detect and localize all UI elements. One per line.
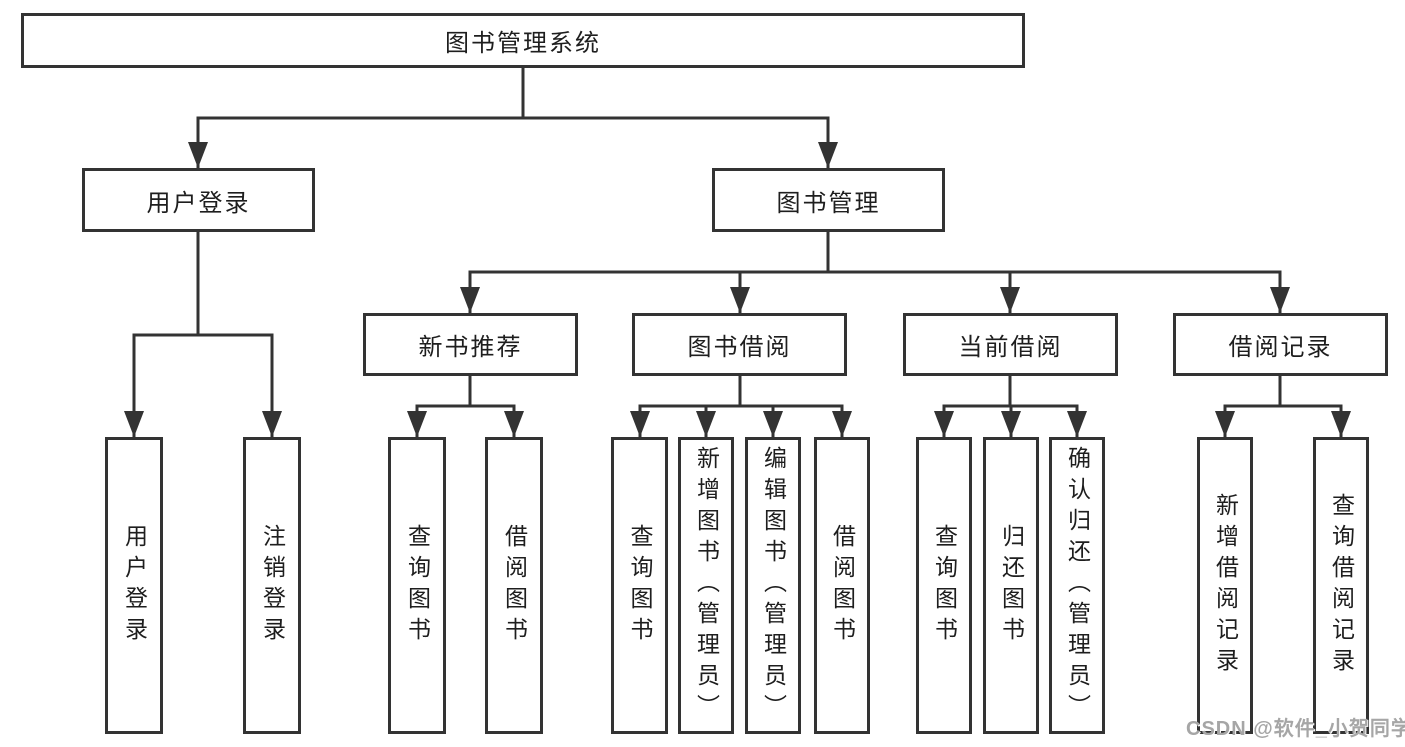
connector-book-management-to-level3 <box>460 230 1290 313</box>
leaf-query-books-recommend: 查询图书 <box>388 437 446 734</box>
leaf-return-book: 归还图书 <box>983 437 1039 734</box>
leaf-confirm-return-admin: 确认归还（管理员） <box>1049 437 1105 734</box>
leaf-user-login: 用户登录 <box>105 437 163 734</box>
leaf-add-borrow-record: 新增借阅记录 <box>1197 437 1253 734</box>
node-book-borrowing: 图书借阅 <box>632 313 847 376</box>
leaf-logout: 注销登录 <box>243 437 301 734</box>
connector-new-book-recommend-to-leaves <box>407 374 524 437</box>
node-root-system: 图书管理系统 <box>21 13 1025 68</box>
connector-user-login-to-leaves <box>124 230 282 437</box>
node-borrow-records: 借阅记录 <box>1173 313 1388 376</box>
leaf-query-books-borrowing: 查询图书 <box>611 437 668 734</box>
node-user-login: 用户登录 <box>82 168 315 232</box>
node-new-book-recommend: 新书推荐 <box>363 313 578 376</box>
connector-current-borrowing-to-leaves <box>934 374 1087 437</box>
node-book-management: 图书管理 <box>712 168 945 232</box>
leaf-query-books-current: 查询图书 <box>916 437 972 734</box>
node-current-borrowing: 当前借阅 <box>903 313 1118 376</box>
connector-root-to-level2 <box>188 66 838 168</box>
leaf-borrow-books-recommend: 借阅图书 <box>485 437 543 734</box>
connector-book-borrowing-to-leaves <box>630 374 852 437</box>
leaf-borrow-books-borrowing: 借阅图书 <box>814 437 870 734</box>
csdn-watermark: CSDN @软件_小贺同学 <box>1186 718 1405 740</box>
leaf-query-borrow-record: 查询借阅记录 <box>1313 437 1369 734</box>
leaf-edit-book-admin: 编辑图书（管理员） <box>745 437 801 734</box>
leaf-add-book-admin: 新增图书（管理员） <box>678 437 734 734</box>
connector-borrow-records-to-leaves <box>1215 374 1351 437</box>
